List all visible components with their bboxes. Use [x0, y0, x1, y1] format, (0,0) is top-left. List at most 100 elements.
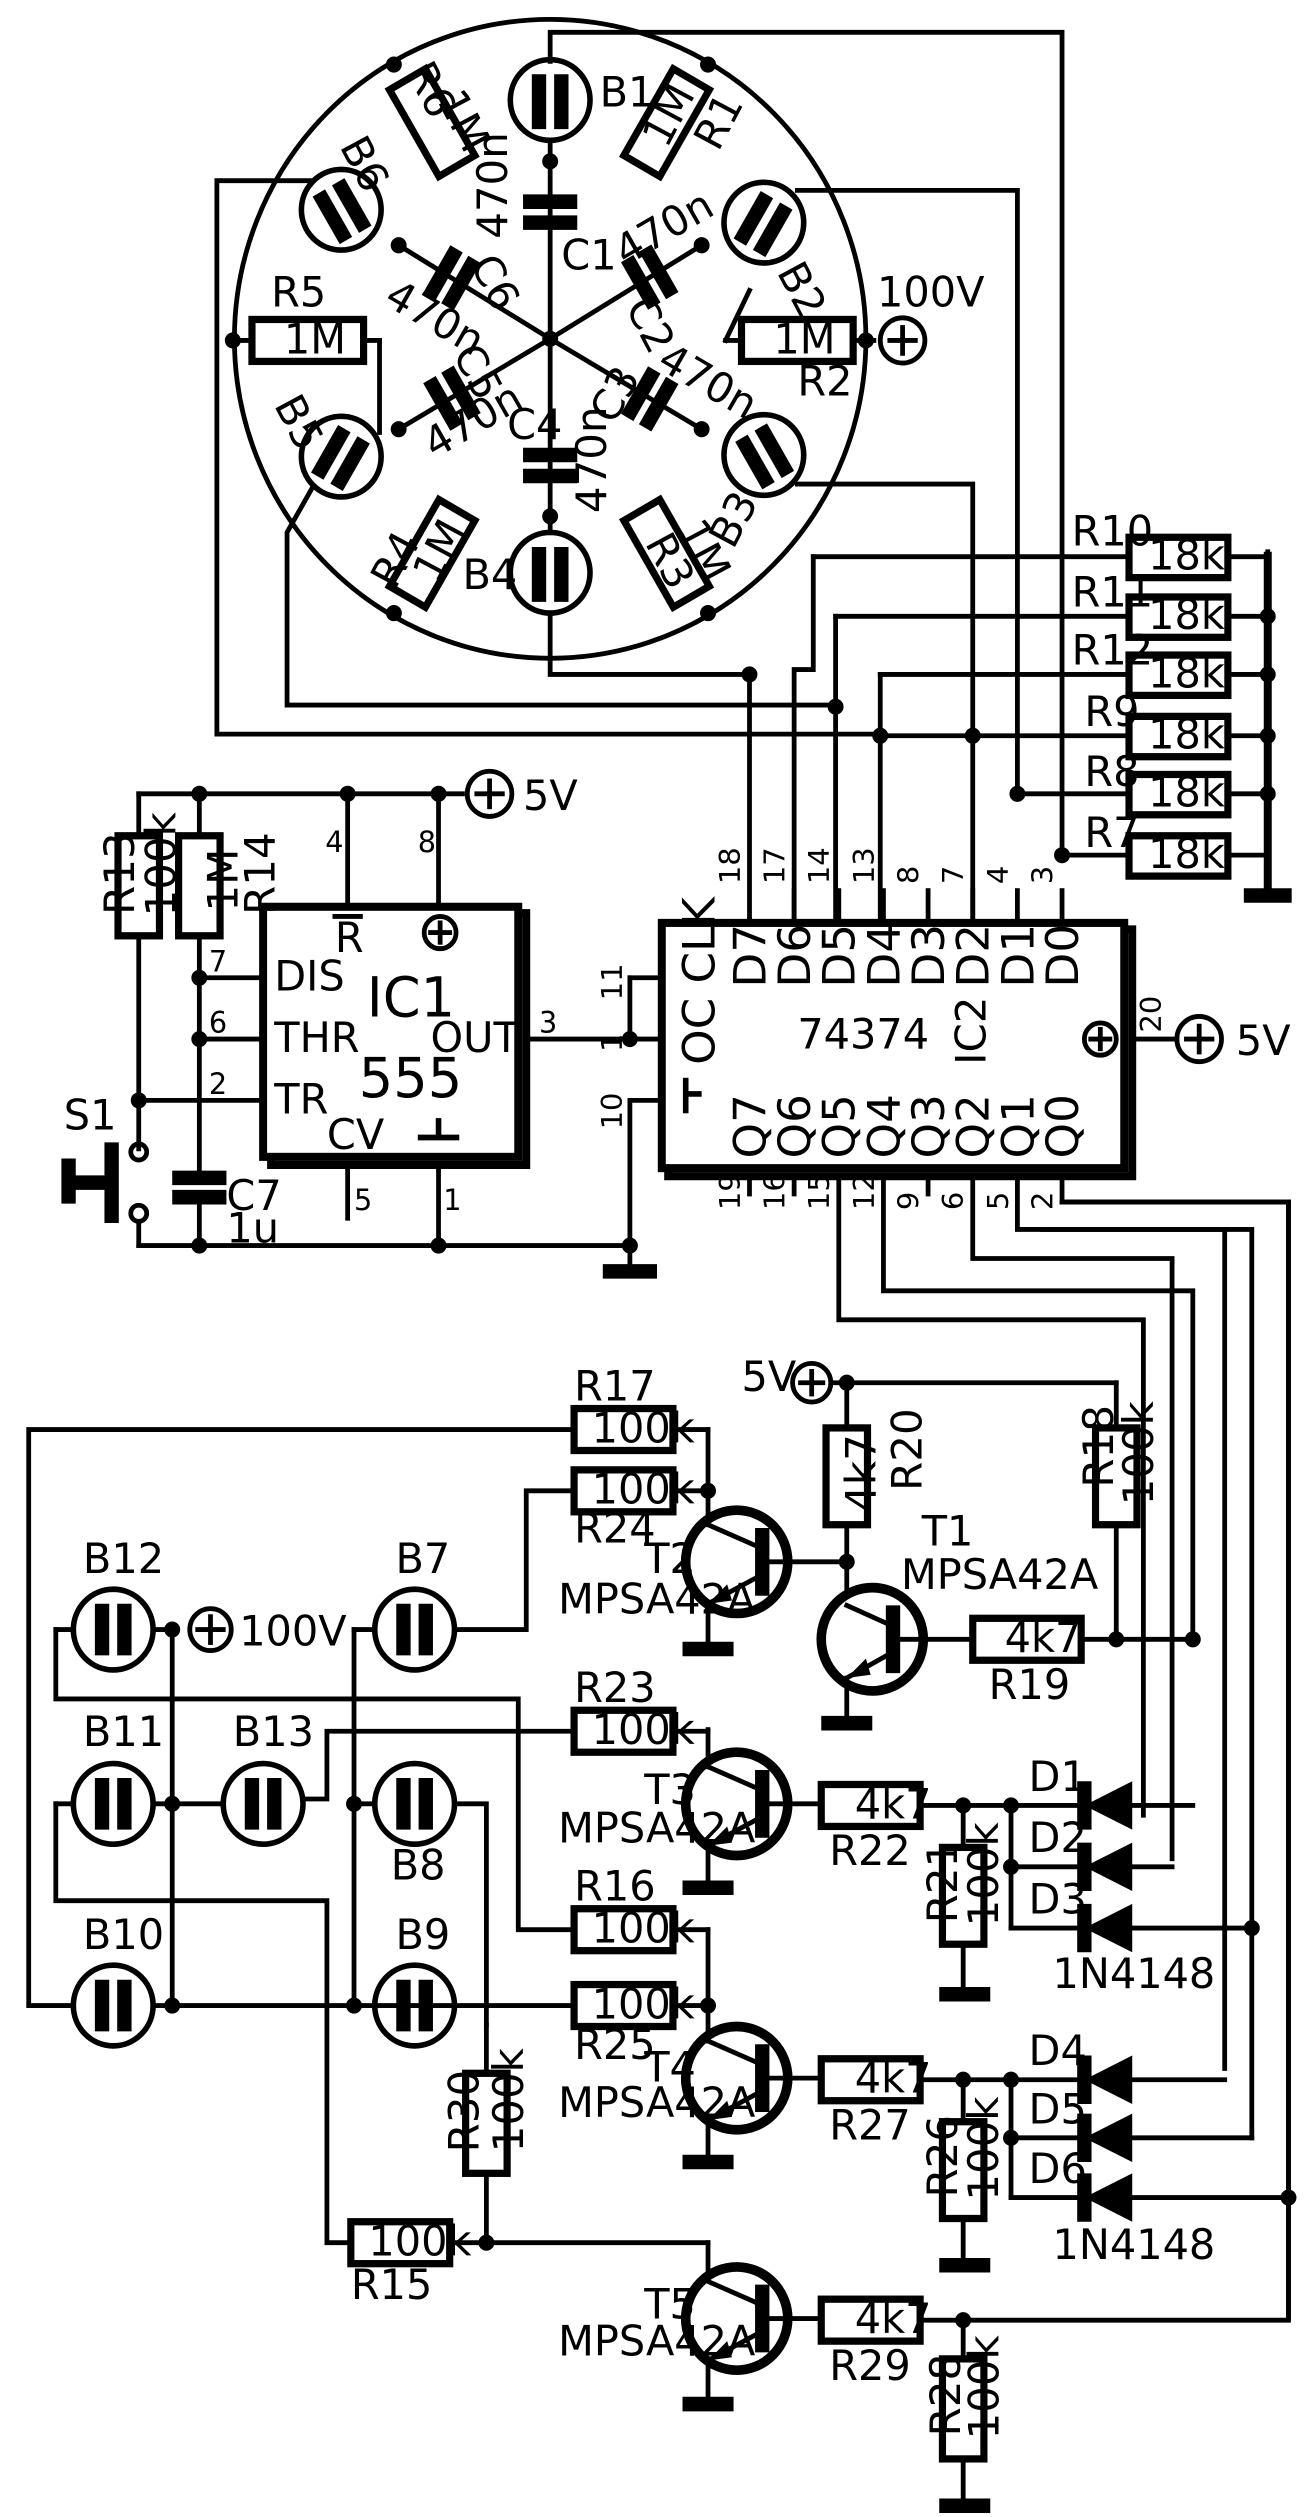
- svg-text:R: R: [335, 913, 364, 962]
- svg-text:1M: 1M: [773, 314, 835, 363]
- svg-text:B12: B12: [83, 1534, 164, 1583]
- svg-text:4k7: 4k7: [1005, 1613, 1082, 1662]
- svg-text:R17: R17: [574, 1361, 656, 1410]
- res-r19: 4k7 R19: [969, 1613, 1196, 1709]
- svg-text:R12: R12: [1072, 626, 1154, 675]
- svg-text:6: 6: [936, 1192, 970, 1210]
- svg-text:R18: R18: [1074, 1405, 1123, 1487]
- svg-text:470n: 470n: [567, 406, 616, 513]
- switch-s1[interactable]: S1: [61, 1090, 150, 1249]
- svg-text:R21: R21: [918, 1841, 967, 1923]
- svg-text:B13: B13: [233, 1707, 314, 1756]
- svg-text:D4: D4: [858, 924, 911, 988]
- diodes-d1-d3: D1 D2 D3 1N4148: [1003, 1752, 1260, 1998]
- svg-text:D0: D0: [1036, 924, 1089, 988]
- ic1-555: IC1 555 DIS THR TR R CV OUT 4 8 7 6 2 3 …: [130, 768, 633, 1254]
- svg-text:R7: R7: [1084, 808, 1139, 857]
- svg-text:4: 4: [981, 866, 1015, 884]
- res-r15: 100k R15: [347, 2216, 489, 2309]
- res-r24: 100k R24: [452, 1465, 711, 1633]
- svg-text:Q4: Q4: [858, 1094, 911, 1158]
- svg-text:MPSA42A: MPSA42A: [901, 1550, 1099, 1599]
- res-r14: 1M R14: [175, 791, 284, 1178]
- svg-text:1M: 1M: [284, 314, 346, 363]
- svg-text:13: 13: [847, 847, 881, 884]
- res-r26: 100k R26: [918, 2077, 1008, 2273]
- svg-text:18k: 18k: [1148, 709, 1226, 758]
- cap-c6: [423, 245, 481, 311]
- svg-text:MPSA42A: MPSA42A: [558, 1803, 756, 1852]
- svg-text:C6: C6: [461, 246, 530, 319]
- svg-text:R26: R26: [918, 2115, 967, 2197]
- bulb-b5: B5: [265, 386, 384, 500]
- svg-text:R25: R25: [574, 2020, 656, 2069]
- svg-text:D5: D5: [813, 924, 866, 988]
- svg-text:18k: 18k: [1148, 648, 1226, 697]
- svg-text:11: 11: [595, 963, 629, 1000]
- svg-text:D3: D3: [902, 924, 955, 988]
- svg-text:5V: 5V: [742, 1352, 797, 1401]
- svg-text:Q2: Q2: [947, 1094, 1000, 1158]
- svg-text:R23: R23: [574, 1663, 656, 1712]
- svg-text:4k7: 4k7: [837, 1434, 886, 1512]
- svg-text:100k: 100k: [1114, 1400, 1163, 1505]
- svg-text:R27: R27: [829, 2100, 911, 2149]
- svg-text:THR: THR: [273, 1013, 359, 1062]
- svg-text:R2: R2: [797, 356, 852, 405]
- bulb-b11: B11: [53, 1707, 354, 2246]
- bulb-b12: B12: [53, 1534, 577, 1933]
- ic2-q-paths: [1040, 1199, 1279, 1931]
- bulb-b6: B6: [298, 128, 399, 253]
- res-r20: 4k7 R20: [822, 1408, 932, 1608]
- svg-text:100k: 100k: [959, 2096, 1008, 2201]
- svg-text:Q7: Q7: [724, 1094, 777, 1158]
- svg-text:T1: T1: [921, 1506, 974, 1555]
- svg-text:7: 7: [209, 944, 227, 978]
- svg-text:MPSA42A: MPSA42A: [558, 2316, 756, 2365]
- svg-text:R29: R29: [829, 2341, 911, 2390]
- svg-text:16: 16: [758, 1173, 792, 1210]
- svg-text:1M: 1M: [199, 849, 248, 912]
- svg-text:D2: D2: [1029, 1813, 1087, 1862]
- transistor-t2: T2 MPSA42A: [558, 1427, 850, 1657]
- bulb-b4: B4: [462, 513, 593, 616]
- svg-text:R15: R15: [351, 2260, 433, 2309]
- res-r30: 100k R30: [440, 2022, 533, 2246]
- svg-text:D1: D1: [992, 924, 1045, 988]
- svg-text:R20: R20: [883, 1408, 932, 1490]
- svg-text:D3: D3: [1029, 1874, 1087, 1923]
- svg-text:15: 15: [802, 1173, 836, 1210]
- res-r7: 18k R7: [1084, 808, 1232, 880]
- svg-text:D4: D4: [1029, 2026, 1087, 2075]
- svg-text:R28: R28: [921, 2354, 970, 2436]
- svg-text:6: 6: [209, 1005, 227, 1039]
- svg-text:1: 1: [595, 1033, 629, 1051]
- svg-text:7: 7: [936, 866, 970, 884]
- svg-text:R30: R30: [440, 2070, 489, 2152]
- svg-text:100k: 100k: [484, 2047, 533, 2152]
- svg-text:9: 9: [892, 1192, 926, 1210]
- svg-text:18k: 18k: [1148, 829, 1226, 878]
- res-r4: 1M R4: [361, 494, 480, 613]
- res-r27: 4k7 R27: [817, 2053, 1087, 2150]
- svg-text:18k: 18k: [1148, 590, 1226, 639]
- cap-c1: C1 470n: [468, 132, 616, 279]
- svg-text:2: 2: [1026, 1192, 1060, 1210]
- bulb-b13: B13: [169, 1707, 314, 1848]
- ring-spokes: [395, 158, 705, 519]
- svg-text:C7: C7: [226, 1171, 281, 1220]
- timer-components: 100k R13 1M R14 C7 1u S1: [61, 791, 657, 1279]
- svg-text:D2: D2: [947, 924, 1000, 988]
- svg-text:2: 2: [209, 1067, 227, 1101]
- svg-text:18k: 18k: [1148, 768, 1226, 817]
- svg-text:Q1: Q1: [992, 1094, 1045, 1158]
- svg-text:OC CLK: OC CLK: [673, 896, 726, 1065]
- svg-text:100k: 100k: [959, 1821, 1008, 1926]
- svg-text:C1: C1: [561, 230, 616, 279]
- svg-text:470n: 470n: [468, 132, 517, 239]
- svg-text:Q5: Q5: [813, 1094, 866, 1158]
- bulb-b8: B8: [351, 1760, 489, 2028]
- svg-text:R13: R13: [95, 832, 144, 914]
- res-r21: 100k R21: [918, 1803, 1008, 2002]
